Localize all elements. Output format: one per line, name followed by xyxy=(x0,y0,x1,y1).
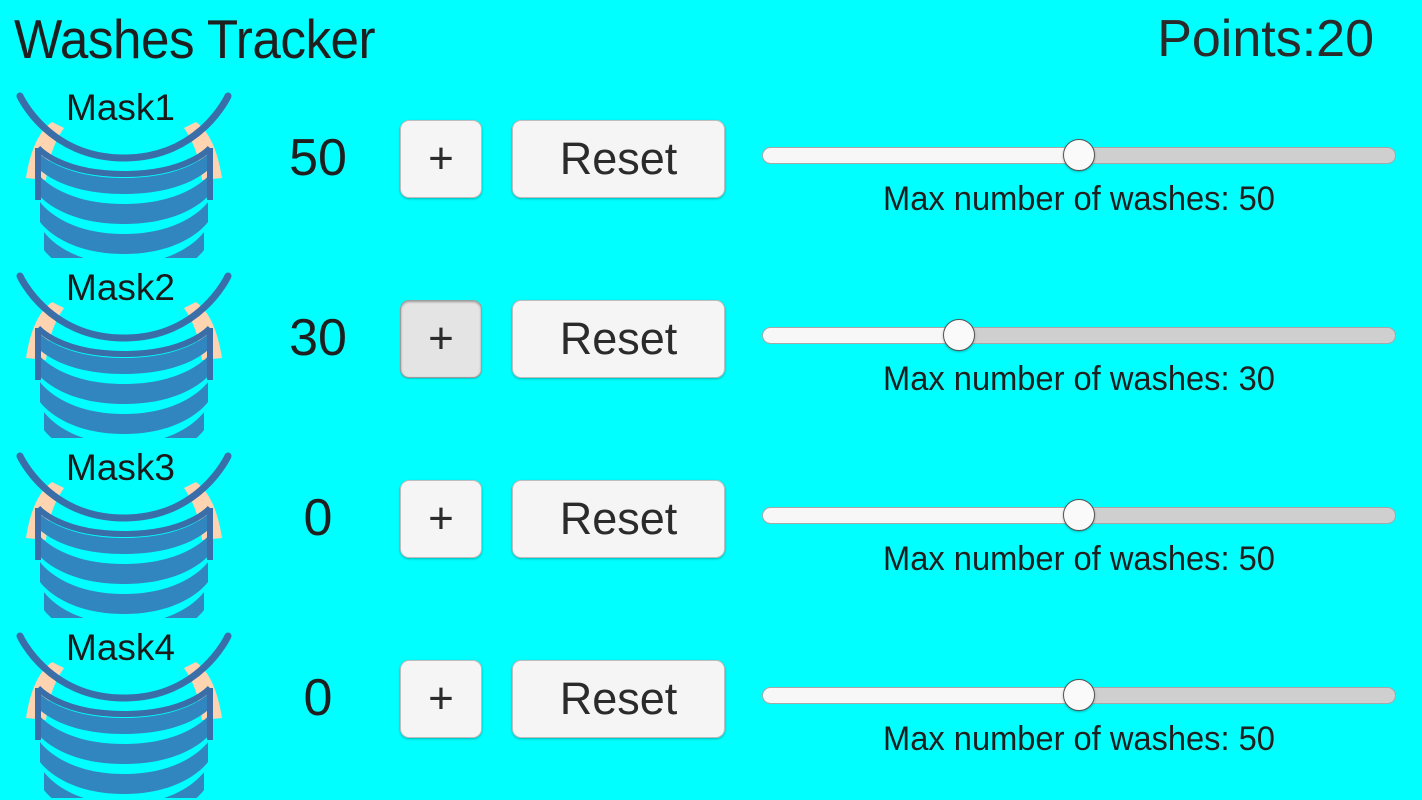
slider-thumb[interactable] xyxy=(942,319,975,351)
mask-row: Mask1 50 + Reset Max number of washes: 5… xyxy=(0,78,1422,258)
mask-name-label: Mask3 xyxy=(66,447,175,488)
face-mask-icon xyxy=(8,442,240,618)
wash-count: 30 xyxy=(289,309,347,367)
slider-caption: Max number of washes: 30 xyxy=(883,360,1275,398)
mask-row: Mask2 30 + Reset Max number of washes: 3… xyxy=(0,258,1422,438)
increment-button[interactable]: + xyxy=(400,660,482,738)
slider-caption: Max number of washes: 50 xyxy=(883,720,1275,758)
max-washes-slider[interactable]: Max number of washes: 30 xyxy=(762,258,1396,438)
wash-count: 0 xyxy=(303,669,333,727)
mask-name-label: Mask1 xyxy=(66,87,175,128)
wash-count: 0 xyxy=(303,489,333,547)
increment-button[interactable]: + xyxy=(400,300,482,378)
mask-row: Mask4 0 + Reset Max number of washes: 50 xyxy=(0,618,1422,798)
slider-fill xyxy=(763,328,959,343)
wash-count: 50 xyxy=(289,129,347,187)
increment-button[interactable]: + xyxy=(400,120,482,198)
slider-thumb[interactable] xyxy=(1063,679,1095,711)
face-mask-icon xyxy=(8,622,240,798)
slider-caption: Max number of washes: 50 xyxy=(883,180,1275,218)
mask-row: Mask3 0 + Reset Max number of washes: 50 xyxy=(0,438,1422,618)
increment-button[interactable]: + xyxy=(400,480,482,558)
slider-thumb[interactable] xyxy=(1063,139,1095,171)
max-washes-slider[interactable]: Max number of washes: 50 xyxy=(762,618,1396,798)
max-washes-slider[interactable]: Max number of washes: 50 xyxy=(762,78,1396,258)
mask-name-label: Mask2 xyxy=(66,267,175,308)
slider-thumb[interactable] xyxy=(1063,499,1095,531)
slider-fill xyxy=(763,148,1079,163)
mask-name-label: Mask4 xyxy=(66,627,175,668)
reset-button[interactable]: Reset xyxy=(512,300,725,378)
face-mask-icon xyxy=(8,82,240,258)
app-header: Washes Tracker Points:20 xyxy=(0,0,1422,78)
face-mask-icon xyxy=(8,262,240,438)
max-washes-slider[interactable]: Max number of washes: 50 xyxy=(762,438,1396,618)
reset-button[interactable]: Reset xyxy=(512,480,725,558)
slider-fill xyxy=(763,688,1079,703)
slider-caption: Max number of washes: 50 xyxy=(883,540,1275,578)
reset-button[interactable]: Reset xyxy=(512,660,725,738)
page-title: Washes Tracker xyxy=(14,8,376,70)
reset-button[interactable]: Reset xyxy=(512,120,725,198)
slider-fill xyxy=(763,508,1079,523)
points-counter: Points:20 xyxy=(1157,10,1374,68)
slider-track[interactable] xyxy=(762,327,1396,344)
